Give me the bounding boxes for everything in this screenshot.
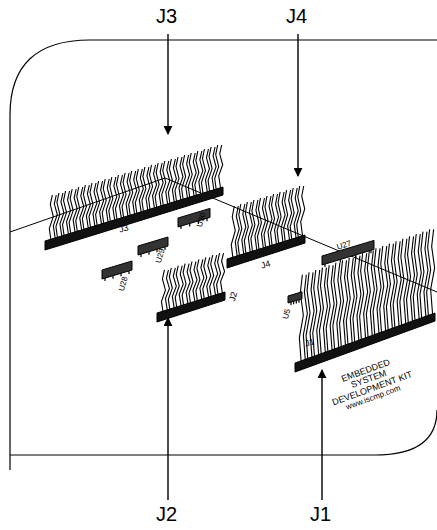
- ic-chip: [288, 292, 302, 305]
- header-pin: [212, 147, 216, 191]
- header-pin: [186, 264, 190, 305]
- header-base: [45, 187, 223, 250]
- header-pin: [207, 257, 211, 298]
- header-pin: [288, 190, 292, 241]
- header-pin: [146, 167, 150, 211]
- header-pin: [219, 145, 223, 189]
- header-base: [295, 313, 435, 372]
- header-pin: [106, 179, 110, 223]
- header-pin: [193, 262, 197, 303]
- header-pin: [404, 239, 408, 325]
- header-pin: [93, 183, 97, 227]
- header-pin: [179, 266, 183, 307]
- header-pin: [119, 175, 123, 219]
- header-pin: [370, 251, 374, 337]
- header-pin: [275, 194, 279, 245]
- header-pin: [411, 236, 415, 322]
- pin-header: [157, 253, 225, 322]
- header-pin: [49, 195, 53, 243]
- header-pin: [323, 268, 327, 354]
- header-pin: [192, 153, 196, 197]
- header-pin: [384, 246, 388, 332]
- header-pin: [86, 185, 90, 229]
- header-pin: [364, 253, 368, 339]
- header-pin: [100, 181, 104, 225]
- header-pin: [199, 151, 203, 195]
- header-pin: [248, 202, 252, 253]
- header-pin: [161, 270, 165, 315]
- header-pin: [357, 256, 361, 342]
- callout-label: J1: [310, 504, 331, 525]
- silkscreen-label: J4: [260, 259, 272, 271]
- ic-chip: [178, 208, 210, 229]
- header-pin: [377, 248, 381, 334]
- leader-arrow: [321, 370, 322, 500]
- callout-label: J3: [156, 6, 177, 27]
- header-pin: [431, 229, 435, 315]
- silkscreen-label: U29: [155, 248, 167, 264]
- leader-arrow: [167, 34, 168, 134]
- enclosure-outline: [10, 410, 437, 455]
- header-pin: [159, 163, 163, 207]
- header-pin: [330, 265, 334, 351]
- callout-label: J2: [156, 504, 177, 525]
- header-pin: [153, 165, 157, 209]
- header-pin: [80, 187, 84, 231]
- header-pin: [242, 204, 246, 255]
- header-base: [157, 292, 225, 322]
- leaders: [168, 34, 322, 500]
- silkscreen-label: J2: [228, 291, 240, 303]
- header-pin: [317, 270, 321, 356]
- header-pin: [179, 157, 183, 201]
- header-pin: [350, 258, 354, 344]
- silkscreen-label: U30: [196, 212, 208, 228]
- header-pin: [221, 253, 225, 294]
- header-pin: [133, 171, 137, 215]
- pin-header: [45, 145, 223, 250]
- leader-arrow: [167, 318, 168, 500]
- header-pin: [261, 198, 265, 249]
- header-pin: [126, 173, 130, 217]
- header-pin: [294, 188, 298, 239]
- enclosure-outline: [10, 40, 437, 470]
- header-pin: [255, 200, 259, 251]
- header-pin: [397, 241, 401, 327]
- silkscreen-label: J3: [118, 223, 130, 235]
- header-pin: [73, 189, 77, 233]
- header-pin: [235, 206, 239, 257]
- callout-label: J4: [286, 6, 307, 27]
- header-pin: [53, 195, 57, 239]
- header-pin: [390, 244, 394, 330]
- silkscreen-label: U28: [118, 276, 130, 292]
- header-pin: [172, 159, 176, 203]
- parts: [45, 145, 435, 372]
- header-pin: [344, 260, 348, 346]
- header-pin: [424, 232, 428, 318]
- header-pin: [214, 255, 218, 296]
- pin-header: [295, 229, 435, 372]
- header-pin: [337, 263, 341, 349]
- header-pin: [205, 149, 209, 193]
- header-pin: [301, 186, 305, 237]
- leader-arrow: [297, 34, 298, 176]
- header-pin: [172, 268, 176, 309]
- header-pin: [60, 193, 64, 237]
- header-pin: [200, 259, 204, 300]
- header-pin: [417, 234, 421, 320]
- header-pin: [299, 275, 303, 365]
- header-pin: [281, 192, 285, 243]
- header-pin: [268, 196, 272, 247]
- header-pin: [113, 177, 117, 221]
- ic-chip: [322, 240, 374, 267]
- pin-header: [227, 186, 305, 268]
- header-pin: [67, 191, 71, 235]
- header-pin: [165, 270, 169, 311]
- silkscreen-label: U5: [282, 308, 293, 320]
- header-pin: [139, 169, 143, 213]
- header-pin: [166, 161, 170, 205]
- header-pin: [186, 155, 190, 199]
- header-pin: [231, 206, 235, 261]
